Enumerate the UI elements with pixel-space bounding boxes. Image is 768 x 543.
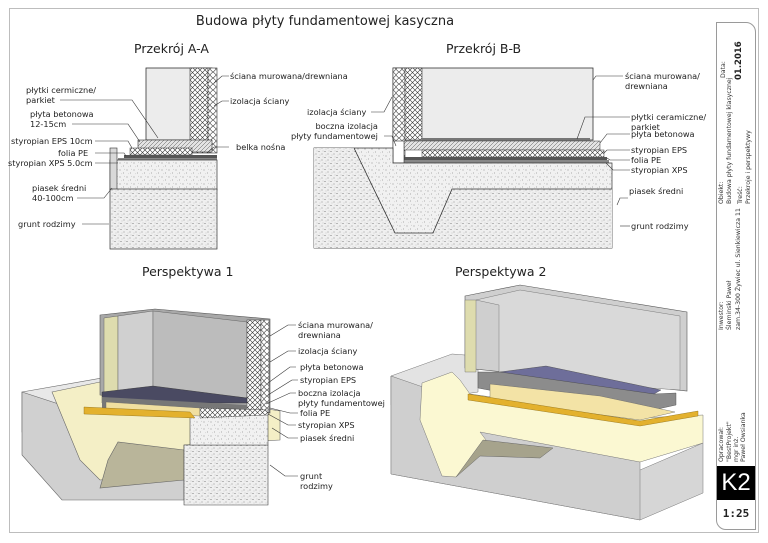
perspective-1-drawing xyxy=(21,308,298,506)
tb-content-label: Treść: xyxy=(737,186,744,204)
label-aa-concrete: płyta betonowa 12-15cm xyxy=(30,109,94,129)
section-aa-eps xyxy=(129,147,193,156)
perspective-2-xps xyxy=(467,393,699,427)
tb-address: zam.34-300 Żywiec ul. Sienkiewicza 11 xyxy=(735,208,742,330)
section-bb-xps xyxy=(397,160,609,163)
perspective-1-xps xyxy=(83,406,196,419)
label-p1-wall: ściana murowana/ drewniana xyxy=(298,320,373,340)
label-p1-concrete: płyta betonowa xyxy=(300,362,364,372)
section-bb-concrete-slab xyxy=(403,140,601,151)
label-bb-pe: folia PE xyxy=(631,155,662,165)
section-bb-title: Przekrój B-B xyxy=(446,41,522,56)
section-bb-wall-masonry xyxy=(404,67,423,141)
drawing-scale: 1:25 xyxy=(722,507,750,520)
label-aa-soil: grunt rodzimy xyxy=(18,219,76,229)
label-aa-wall: ściana murowana/drewniana xyxy=(230,71,348,81)
drawing-frame xyxy=(9,8,759,533)
label-bb-tiles: płytki ceramiczne/ parkiet xyxy=(631,112,707,132)
label-p1-pe: folia PE xyxy=(300,408,331,418)
section-aa-side-insulation xyxy=(109,147,118,191)
label-bb-sand: piasek średni xyxy=(629,186,684,196)
tb-date-label: Data: xyxy=(720,61,727,78)
tb-investor: Śleminski Paweł xyxy=(726,280,733,330)
drawing-title: Budowa płyty fundamentowej kasyczna xyxy=(195,14,455,29)
perspective-1-title: Perspektywa 1 xyxy=(142,264,234,279)
label-p1-side-insulation: boczna izolacja płyty fundamentowej xyxy=(298,388,385,408)
label-bb-xps: styropian XPS xyxy=(631,165,688,175)
perspective-1-wall xyxy=(152,310,248,399)
section-aa-xps xyxy=(118,158,217,161)
tb-content: Przekroje i perspektywy xyxy=(745,130,752,204)
tb-object-label: Obiekt: xyxy=(718,181,725,204)
section-bb-room-wall xyxy=(392,67,594,141)
label-aa-xps: styropian XPS 5.0cm xyxy=(8,158,93,168)
tb-author-name: Paweł Owsianka xyxy=(740,412,747,462)
tb-object: Budowa płyty fundamentowej klasycznej xyxy=(726,77,733,204)
tb-author-label: Opracował: xyxy=(718,426,725,462)
label-bb-wall: ściana murowana/ drewniana xyxy=(625,71,700,91)
title-block xyxy=(716,22,756,530)
label-aa-beam: belka nośna xyxy=(236,142,286,152)
label-bb-wall-insulation: izolacja ściany xyxy=(307,107,367,117)
label-bb-side-insulation: boczna izolacja płyty fundamentowej xyxy=(291,121,378,141)
tb-date: 01.2016 xyxy=(734,41,744,80)
label-aa-pe: folia PE xyxy=(58,148,89,158)
section-bb-soil-line xyxy=(353,147,612,234)
label-p1-sand: piasek średni xyxy=(300,433,355,443)
section-bb-drawing xyxy=(313,67,630,249)
tb-investor-label: Inwestor: xyxy=(718,301,725,330)
label-aa-tiles: płytki cermiczne/ parkiet xyxy=(26,85,96,105)
label-p1-eps: styropian EPS xyxy=(300,375,357,385)
section-aa-pe-film xyxy=(124,155,217,158)
label-aa-wall-insulation: izolacja ściany xyxy=(230,96,290,106)
label-aa-eps: styropian EPS 10cm xyxy=(11,136,93,146)
label-bb-eps: styropian EPS xyxy=(631,145,688,155)
section-bb-pe-film xyxy=(397,157,607,160)
section-aa-wall-insulation xyxy=(207,67,218,154)
section-aa-drawing xyxy=(60,67,229,250)
section-aa-soil xyxy=(109,188,218,250)
section-aa-title: Przekrój A-A xyxy=(134,41,209,56)
perspective-2-title: Perspektywa 2 xyxy=(455,264,547,279)
perspective-2-drawing xyxy=(390,284,704,521)
label-p1-wall-insulation: izolacja ściany xyxy=(298,346,358,356)
section-aa-sand xyxy=(109,159,218,191)
label-p1-soil: grunt rodzimy xyxy=(300,471,333,491)
section-bb-side-insulation xyxy=(392,140,405,164)
perspective-1-soil xyxy=(183,444,269,506)
label-bb-concrete: płyta betonowa xyxy=(631,129,695,139)
section-bb-eps xyxy=(421,149,605,158)
label-aa-sand: piasek średni 40-100cm xyxy=(32,183,87,203)
label-p1-xps: styropian XPS xyxy=(298,420,355,430)
sheet-number: K2 xyxy=(717,466,755,500)
label-bb-soil: grunt rodzimy xyxy=(631,221,689,231)
section-bb-tiles xyxy=(422,138,590,141)
